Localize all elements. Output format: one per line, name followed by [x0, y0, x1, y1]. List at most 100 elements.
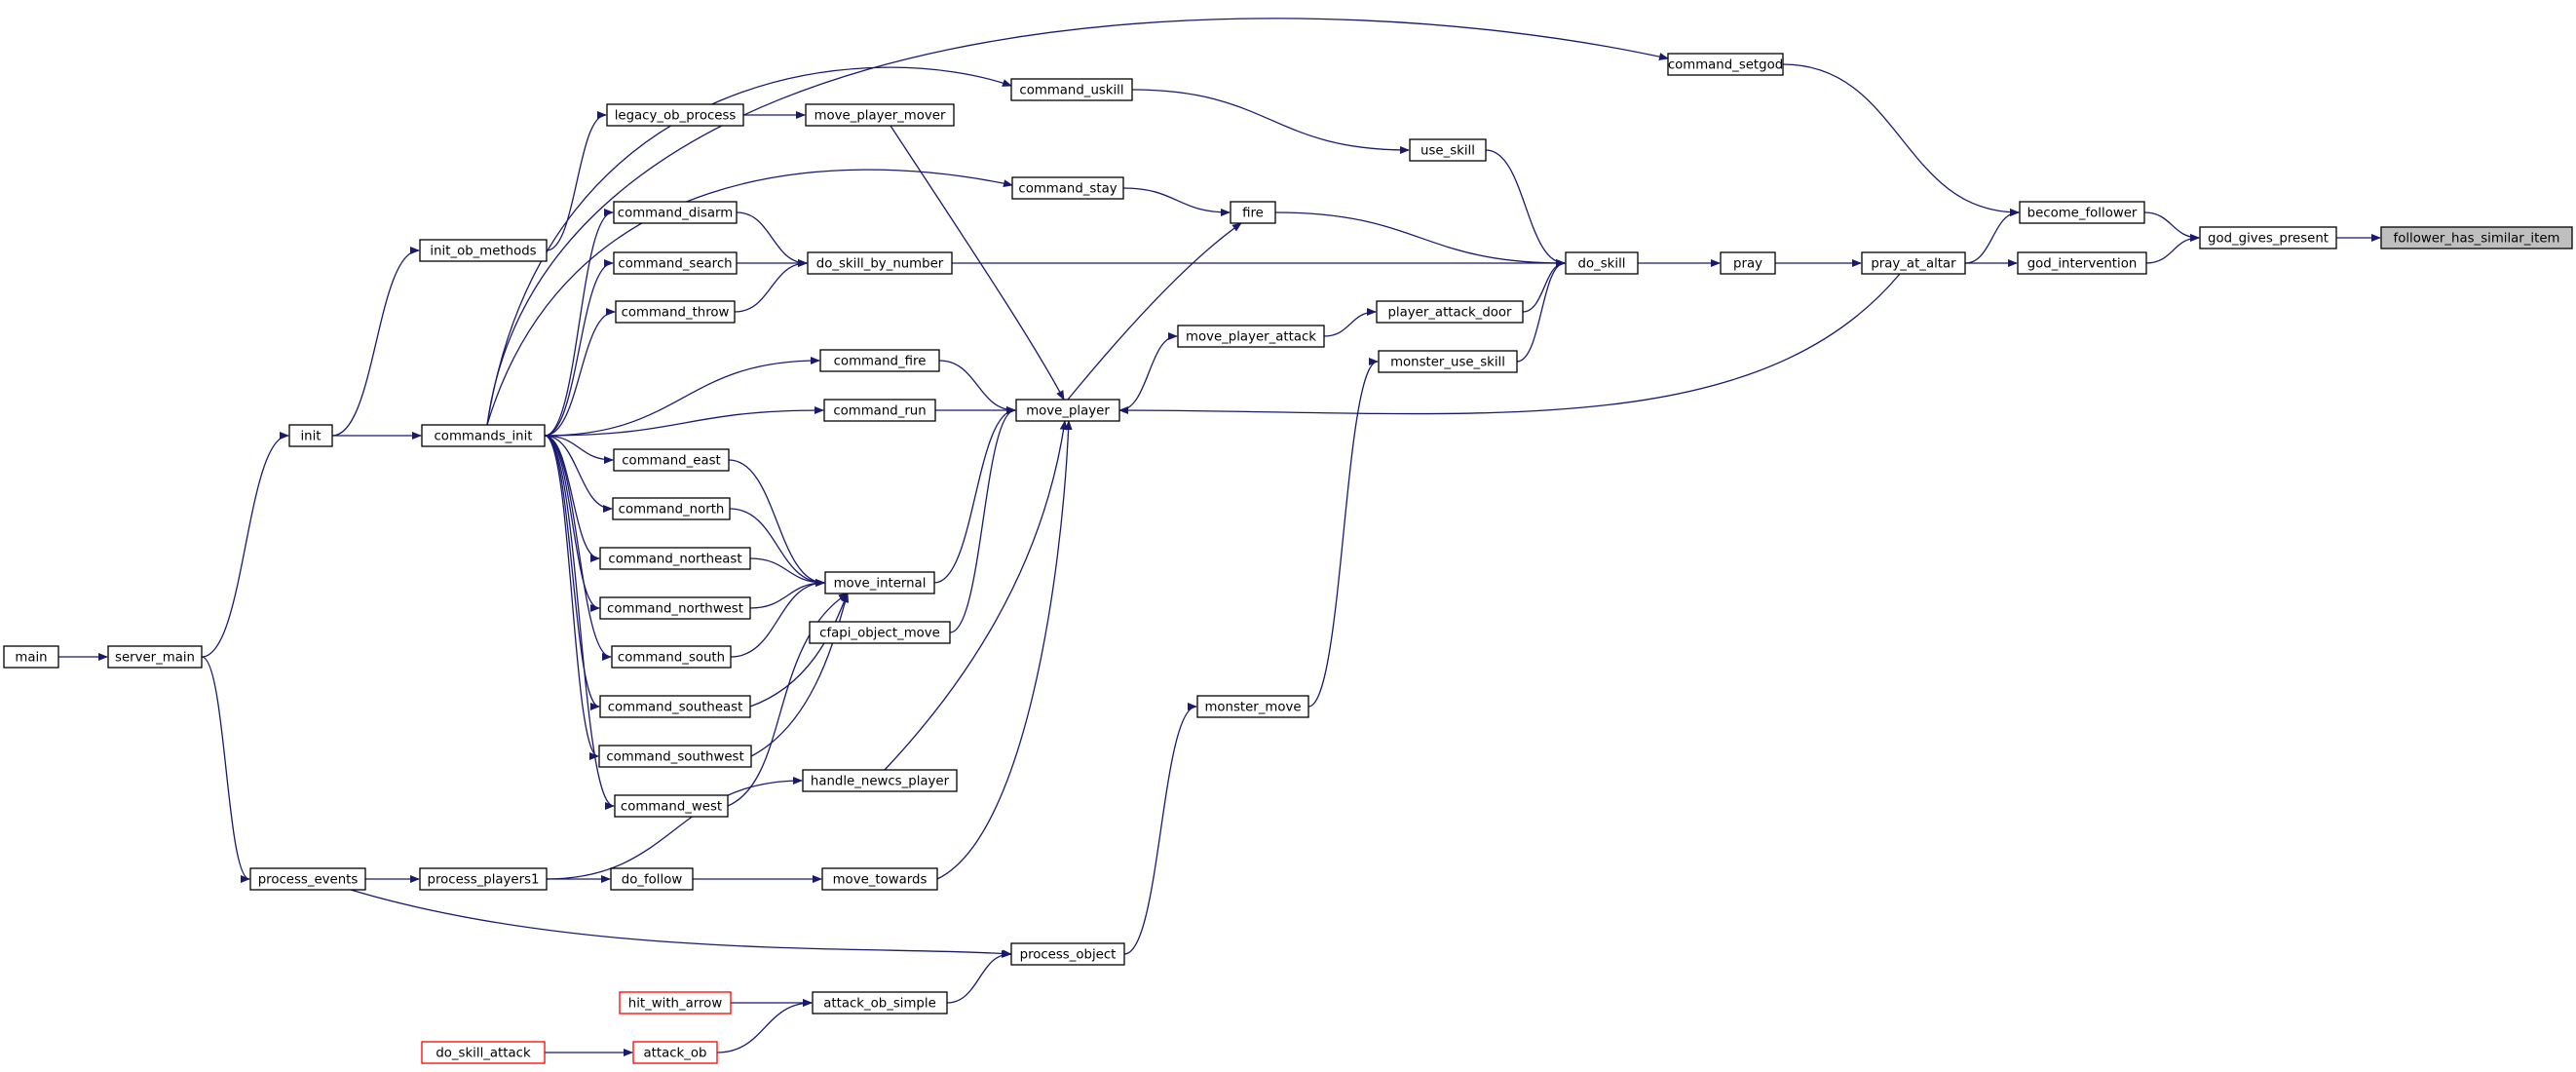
node-pray-at-altar[interactable]: pray_at_altar: [1861, 251, 1966, 275]
node-label: move_player_mover: [814, 109, 946, 124]
node-do-skill-by-number[interactable]: do_skill_by_number: [807, 251, 953, 275]
node-box: [824, 571, 935, 594]
node-box: [107, 645, 203, 669]
node-box: [2017, 251, 2147, 275]
node-process-players1[interactable]: process_players1: [419, 867, 548, 891]
node-box: [2199, 226, 2337, 249]
node-command-west[interactable]: command_west: [614, 794, 729, 818]
node-label: main: [15, 651, 47, 666]
call-edges: [57, 18, 2381, 1056]
node-command-stay[interactable]: command_stay: [1011, 176, 1124, 200]
node-player-attack-door[interactable]: player_attack_door: [1376, 300, 1524, 324]
node-box: [823, 399, 936, 422]
node-pray[interactable]: pray: [1720, 251, 1776, 275]
node-label: handle_newcs_player: [811, 775, 950, 789]
node-command-north[interactable]: command_north: [612, 497, 731, 520]
node-label: pray_at_altar: [1871, 257, 1956, 272]
node-command-south[interactable]: command_south: [611, 645, 732, 669]
edge-process_object-to-monster_move: [1123, 703, 1197, 955]
node-fire[interactable]: fire: [1230, 201, 1276, 224]
node-command-southwest[interactable]: command_southwest: [598, 745, 752, 768]
node-move-player-attack[interactable]: move_player_attack: [1177, 325, 1325, 348]
node-legacy-ob-process[interactable]: legacy_ob_process: [606, 103, 744, 127]
node-handle-newcs-player[interactable]: handle_newcs_player: [802, 769, 958, 792]
node-commands-init[interactable]: commands_init: [421, 424, 546, 447]
node-box: [1011, 176, 1124, 200]
node-label: do_skill_by_number: [816, 257, 944, 272]
node-box: [1230, 201, 1276, 224]
node-move-player-mover[interactable]: move_player_mover: [805, 103, 955, 127]
node-box: [2019, 201, 2145, 224]
edge-command_fire-to-move_player: [938, 360, 1016, 414]
node-command-northwest[interactable]: command_northwest: [599, 596, 751, 620]
node-move-towards[interactable]: move_towards: [821, 867, 938, 891]
node-label: monster_use_skill: [1390, 356, 1505, 370]
node-follower-has-similar-item[interactable]: follower_has_similar_item: [2380, 226, 2573, 249]
node-move-player[interactable]: move_player: [1015, 399, 1120, 422]
edge-use_skill-to-do_skill: [1485, 149, 1566, 267]
edge-attack_ob_simple-to-process_object: [946, 950, 1011, 1004]
node-init-ob-methods[interactable]: init_ob_methods: [419, 239, 548, 262]
node-server-main[interactable]: server_main: [107, 645, 203, 669]
edge-move_player-to-fire: [1067, 222, 1242, 401]
edge-command_west-to-move_internal: [727, 593, 849, 807]
node-god-gives-present[interactable]: god_gives_present: [2199, 226, 2337, 249]
node-command-disarm[interactable]: command_disarm: [613, 201, 738, 224]
node-label: command_run: [833, 404, 926, 419]
node-box: [3, 645, 59, 669]
node-process-events[interactable]: process_events: [249, 867, 366, 891]
node-monster-use-skill[interactable]: monster_use_skill: [1378, 350, 1518, 373]
node-use-skill[interactable]: use_skill: [1409, 138, 1487, 162]
node-command-uskill[interactable]: command_uskill: [1010, 78, 1133, 101]
edge-move_internal-to-move_player: [933, 406, 1016, 584]
node-cfapi-object-move[interactable]: cfapi_object_move: [809, 621, 951, 644]
node-box: [1177, 325, 1325, 348]
node-command-fire[interactable]: command_fire: [819, 349, 940, 372]
node-label: god_gives_present: [2208, 232, 2329, 247]
node-box: [1409, 138, 1487, 162]
node-label: legacy_ob_process: [615, 109, 737, 124]
edge-move_player-to-move_player_attack: [1118, 332, 1178, 411]
node-command-northeast[interactable]: command_northeast: [599, 547, 751, 570]
edge-move_player_mover-to-move_player: [890, 125, 1065, 401]
node-hit-with-arrow[interactable]: hit_with_arrow: [619, 991, 732, 1015]
node-box: [1010, 942, 1125, 966]
node-do-skill[interactable]: do_skill: [1565, 251, 1639, 275]
node-label: process_object: [1020, 948, 1117, 963]
node-monster-move[interactable]: monster_move: [1196, 695, 1309, 718]
node-label: fire: [1242, 207, 1264, 221]
node-move-internal[interactable]: move_internal: [824, 571, 935, 594]
node-command-throw[interactable]: command_throw: [615, 300, 736, 324]
edge-command_east-to-move_internal: [728, 459, 825, 587]
node-do-follow[interactable]: do_follow: [610, 867, 694, 891]
node-label: command_west: [621, 800, 722, 815]
node-box: [1378, 350, 1518, 373]
node-attack-ob-simple[interactable]: attack_ob_simple: [812, 991, 948, 1015]
node-command-southeast[interactable]: command_southeast: [599, 695, 751, 718]
node-command-east[interactable]: command_east: [613, 448, 730, 472]
edge-commands_init-to-command_southwest: [544, 435, 599, 760]
edge-attack_ob-to-attack_ob_simple: [716, 999, 813, 1053]
node-label: hit_with_arrow: [628, 997, 723, 1012]
node-box: [802, 769, 958, 792]
node-main[interactable]: main: [3, 645, 59, 669]
node-become-follower[interactable]: become_follower: [2019, 201, 2145, 224]
node-label: monster_move: [1204, 701, 1301, 715]
node-command-setgod[interactable]: command_setgod: [1667, 53, 1784, 76]
node-label: move_internal: [834, 577, 927, 592]
node-label: move_player: [1026, 404, 1110, 419]
node-label: attack_ob: [644, 1047, 707, 1061]
node-box: [419, 867, 548, 891]
node-command-run[interactable]: command_run: [823, 399, 936, 422]
edge-server_main-to-process_events: [201, 656, 250, 883]
node-label: do_follow: [622, 873, 683, 888]
node-box: [812, 991, 948, 1015]
node-command-search[interactable]: command_search: [613, 251, 738, 275]
node-process-object[interactable]: process_object: [1010, 942, 1125, 966]
node-do-skill-attack[interactable]: do_skill_attack: [421, 1041, 546, 1064]
node-attack-ob[interactable]: attack_ob: [632, 1041, 718, 1064]
node-god-intervention[interactable]: god_intervention: [2017, 251, 2147, 275]
edge-process_players1-to-handle_newcs_player: [546, 777, 803, 880]
node-init[interactable]: init: [288, 424, 333, 447]
